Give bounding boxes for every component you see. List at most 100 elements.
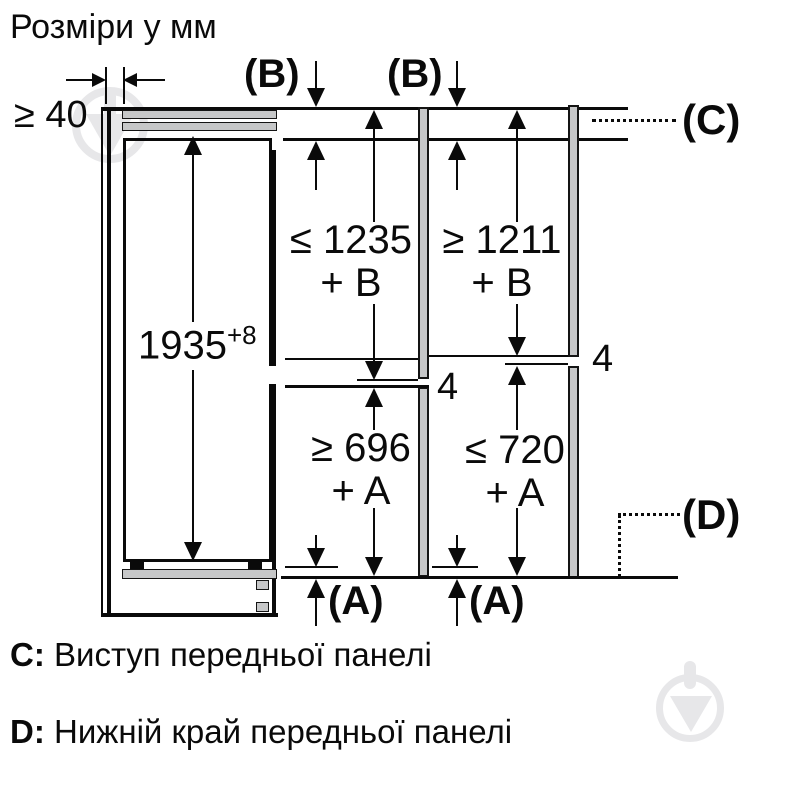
lower-left-arrow-line-top — [373, 407, 375, 430]
upper-right-short-arrowhead-icon — [448, 141, 466, 160]
door-gap-label-left: 4 — [437, 366, 459, 408]
gap-arrow-line-right — [137, 79, 165, 81]
a-left-short-arrow-line — [315, 535, 317, 550]
dimension-suffix: + A — [485, 471, 545, 516]
cabinet-left-wall-inner — [107, 107, 111, 617]
dimension-value: ≤ 720 — [465, 428, 565, 472]
dimension-value: ≥ 1211 — [442, 218, 562, 262]
d-reference-dotted-line-h — [618, 513, 680, 516]
ref-label-a-left: (A) — [328, 579, 384, 623]
legend-d-text: Нижній край передньої панелі — [54, 713, 513, 750]
door-gap-label-right: 4 — [592, 338, 614, 380]
upper-right-short-arrow-line — [456, 160, 458, 190]
gap-arrowhead-left-icon — [123, 73, 137, 87]
top-vent-strip-2 — [122, 122, 277, 131]
lower-right-arrowhead-top-icon — [508, 366, 526, 385]
upper-left-arrow-line-top — [373, 128, 375, 222]
gap-arrowhead-right-icon — [92, 73, 106, 87]
lower-left-arrowhead-bottom-icon — [365, 557, 383, 576]
legend-d-key: D: — [10, 713, 45, 750]
door-split-gap — [266, 366, 280, 384]
height-dimension-line-upper — [192, 154, 194, 322]
panel-bar-middle-upper — [418, 107, 429, 379]
upper-right-arrow-line-bottom — [516, 304, 518, 338]
upper-left-arrowhead-bottom-icon — [365, 361, 383, 380]
cabinet-left-wall-outer — [101, 107, 103, 616]
ref-label-b-left: (B) — [244, 52, 300, 96]
cabinet-top-edge — [101, 107, 277, 111]
split-line-right-upper — [429, 355, 568, 357]
ref-label-d: (D) — [682, 491, 741, 538]
top-vent-strip-1 — [122, 110, 277, 119]
split-line-left-lower — [285, 385, 429, 388]
upper-left-short-arrow-line — [315, 160, 317, 190]
gap-arrow-line-left — [66, 79, 94, 81]
appliance-foot-left — [130, 562, 144, 569]
dimension-value: ≥ 696 — [311, 426, 411, 470]
a-left-arrow-line — [315, 598, 317, 626]
a-right-arrowhead-icon — [448, 579, 466, 598]
watermark-stem-icon — [684, 661, 696, 689]
lower-right-dimension: ≤ 720 + A — [445, 428, 585, 516]
page-title: Розміри у мм — [10, 8, 217, 46]
niche-top-line — [108, 107, 628, 110]
split-line-left-upper — [285, 358, 418, 360]
legend-row-c: C: Виступ передньої панелі — [10, 636, 432, 674]
panel-bar-right-upper — [568, 105, 579, 357]
height-arrowhead-bottom-icon — [184, 542, 202, 561]
lower-right-arrow-line-bottom — [516, 508, 518, 558]
a-left-short-arrowhead-icon — [307, 548, 325, 567]
top-gap-dimension-label: ≥ 40 — [14, 94, 88, 136]
ref-label-b-right: (B) — [387, 52, 443, 96]
a-right-short-arrowhead-icon — [448, 548, 466, 567]
b-left-arrow-line — [315, 61, 317, 89]
panel-top-reference-line — [283, 138, 628, 141]
bottom-short-line-right — [432, 566, 478, 568]
appliance-foot-right — [248, 562, 262, 569]
dimension-suffix: + A — [331, 469, 391, 514]
height-value: 1935 — [138, 323, 227, 368]
split-short-line-right — [505, 363, 568, 365]
appliance-door-front-lower — [272, 384, 276, 614]
upper-right-arrowhead-top-icon — [508, 110, 526, 129]
height-dimension-label: 1935+8 — [138, 320, 257, 368]
a-right-arrow-line — [456, 598, 458, 626]
upper-left-dimension: ≤ 1235 + B — [281, 218, 421, 306]
upper-right-dimension: ≥ 1211 + B — [429, 218, 575, 306]
b-right-arrowhead-icon — [448, 88, 466, 107]
d-reference-dotted-line-v — [618, 515, 621, 577]
ref-label-c: (C) — [682, 96, 741, 143]
dimension-suffix: + B — [471, 261, 533, 306]
appliance-door-front-upper — [272, 150, 276, 366]
legend-c-key: C: — [10, 636, 45, 673]
legend-c-text: Виступ передньої панелі — [54, 636, 432, 673]
plinth-block-upper — [256, 580, 269, 590]
floor-line — [281, 576, 678, 579]
plinth-vent-panel — [122, 569, 277, 579]
lower-left-arrow-line-bottom — [373, 508, 375, 558]
upper-right-arrow-line-top — [516, 128, 518, 222]
bottom-short-line-left — [285, 566, 338, 568]
b-right-arrow-line — [456, 61, 458, 89]
lower-right-arrowhead-bottom-icon — [508, 557, 526, 576]
dimension-suffix: + B — [320, 261, 382, 306]
a-right-short-arrow-line — [456, 535, 458, 550]
height-arrowhead-top-icon — [184, 136, 202, 155]
a-left-arrowhead-icon — [307, 579, 325, 598]
upper-left-arrowhead-top-icon — [365, 110, 383, 129]
watermark-triangle-icon — [670, 696, 712, 732]
legend-row-d: D: Нижній край передньої панелі — [10, 713, 512, 751]
height-tolerance: +8 — [226, 320, 257, 350]
height-dimension-line-lower — [192, 370, 194, 544]
cabinet-bottom-edge — [101, 613, 278, 617]
upper-left-arrow-line-bottom — [373, 304, 375, 362]
c-reference-dotted-line — [592, 119, 676, 122]
upper-left-short-arrowhead-icon — [307, 141, 325, 160]
upper-right-arrowhead-bottom-icon — [508, 337, 526, 356]
plinth-block-lower — [256, 602, 269, 612]
lower-right-arrow-line-top — [516, 385, 518, 430]
lower-left-dimension: ≥ 696 + A — [291, 426, 431, 514]
ref-label-a-right: (A) — [469, 579, 525, 623]
split-short-line-left — [357, 379, 418, 381]
